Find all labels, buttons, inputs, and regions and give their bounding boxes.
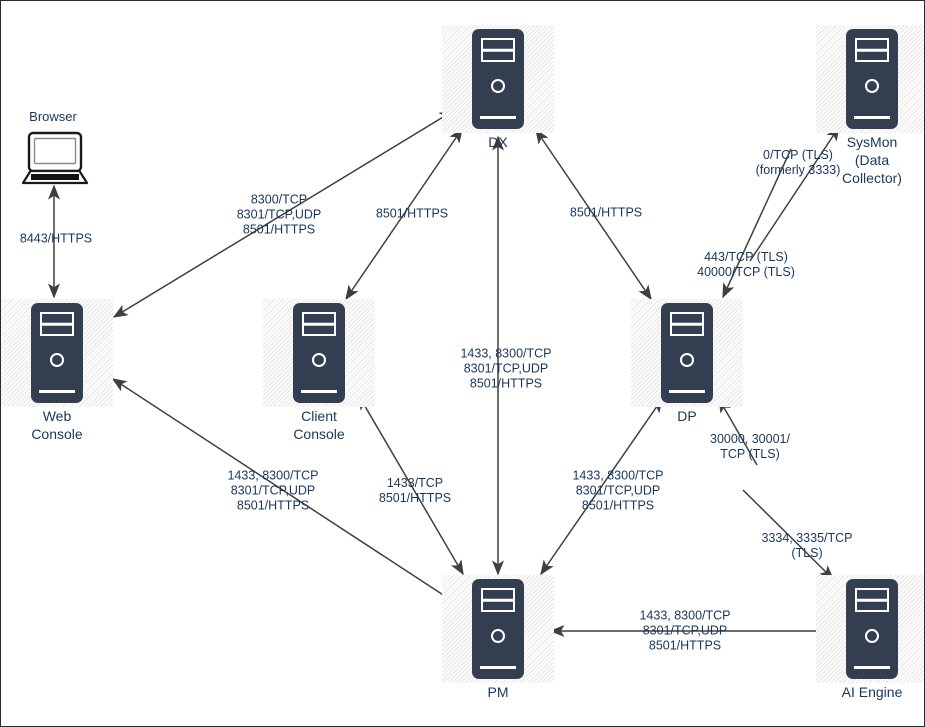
drive-bays-icon: [855, 38, 889, 62]
server-tower-icon: [31, 303, 83, 403]
base-bar-icon: [480, 665, 516, 669]
edge-label-dp-in: 443/TCP (TLS) 40000/TCP (TLS): [697, 250, 795, 279]
power-button-icon: [491, 79, 505, 93]
power-button-icon: [50, 353, 64, 367]
server-tower-icon: [293, 303, 345, 403]
node-dx-label: DX: [488, 134, 508, 150]
drive-bays-icon: [855, 588, 889, 612]
server-tower-icon: [472, 29, 524, 129]
edge-label-dp-pm: 1433, 8300/TCP 8301/TCP,UDP 8501/HTTPS: [572, 468, 664, 513]
edge-label-pm-aiengine: 1433, 8300/TCP 8301/TCP,UDP 8501/HTTPS: [639, 608, 731, 653]
drive-bays-icon: [481, 588, 515, 612]
edge-label-webconsole-dx: 8300/TCP 8301/TCP,UDP 8501/HTTPS: [236, 192, 322, 237]
edge-label-browser-webconsole: 8443/HTTPS: [19, 231, 93, 246]
base-bar-icon: [301, 389, 337, 393]
drive-bays-icon: [40, 312, 74, 336]
power-button-icon: [312, 353, 326, 367]
base-bar-icon: [854, 665, 890, 669]
power-button-icon: [491, 629, 505, 643]
laptop-icon: [21, 131, 89, 185]
node-ai-engine-label: AI Engine: [841, 684, 903, 700]
server-tower-icon: [472, 579, 524, 679]
edge-label-dx-pm: 1433, 8300/TCP 8301/TCP,UDP 8501/HTTPS: [460, 346, 552, 391]
base-bar-icon: [669, 389, 705, 393]
node-web-console-label: Web Console: [31, 408, 83, 442]
node-client-console-label: Client Console: [293, 408, 345, 442]
base-bar-icon: [480, 115, 516, 119]
power-button-icon: [680, 353, 694, 367]
server-tower-icon: [661, 303, 713, 403]
server-tower-icon: [846, 579, 898, 679]
edge-label-aiengine-in: 3334, 3335/TCP (TLS): [761, 531, 853, 560]
edge-label-dx-dp: 8501/HTTPS: [569, 205, 643, 220]
edge-label-clientconsole-pm: 1433/TCP 8501/HTTPS: [378, 476, 452, 505]
edge-label-sysmon-in: 0/TCP (TLS) (formerly 3333): [755, 148, 841, 177]
edge-label-dp-aiengine: 30000, 30001/ TCP (TLS): [710, 432, 790, 461]
node-dp-label: DP: [677, 408, 697, 424]
server-tower-icon: [846, 29, 898, 129]
drive-bays-icon: [481, 38, 515, 62]
node-pm-label: PM: [487, 684, 509, 700]
power-button-icon: [865, 79, 879, 93]
node-browser-label: Browser: [29, 109, 77, 124]
edge-label-clientconsole-dx: 8501/HTTPS: [375, 206, 449, 221]
drive-bays-icon: [670, 312, 704, 336]
drive-bays-icon: [302, 312, 336, 336]
edge-label-webconsole-pm: 1433, 8300/TCP 8301/TCP,UDP 8501/HTTPS: [227, 468, 319, 513]
power-button-icon: [865, 629, 879, 643]
base-bar-icon: [854, 115, 890, 119]
node-sysmon-label: SysMon (Data Collector): [842, 134, 902, 186]
base-bar-icon: [39, 389, 75, 393]
